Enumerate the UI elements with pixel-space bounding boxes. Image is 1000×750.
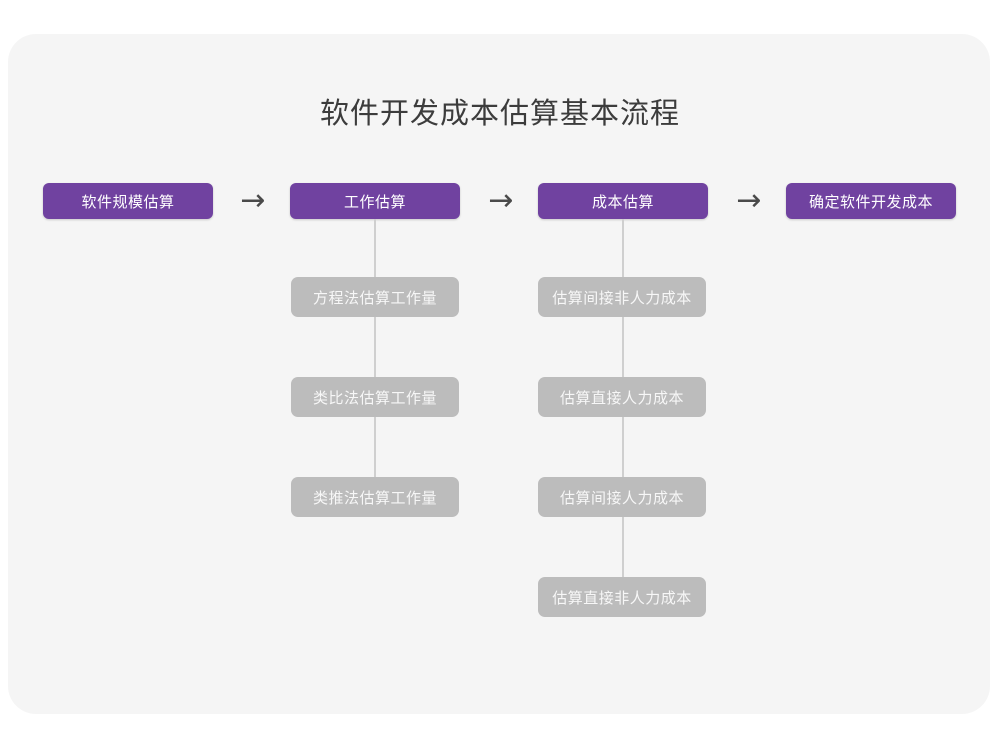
connector-line-col2-3 — [374, 417, 376, 477]
connector-line-col3-4 — [622, 517, 624, 577]
arrow-right-icon-2: → — [488, 183, 514, 218]
connector-line-col3-1 — [622, 219, 624, 277]
content-card — [8, 34, 990, 714]
arrow-right-icon-1: → — [240, 183, 266, 218]
flow-node-stage-3[interactable]: 成本估算 — [538, 183, 708, 219]
arrow-right-icon-3: → — [736, 183, 762, 218]
flow-substep-stage-3-2[interactable]: 估算直接人力成本 — [538, 377, 706, 417]
flow-node-stage-1[interactable]: 软件规模估算 — [43, 183, 213, 219]
flow-substep-stage-3-1[interactable]: 估算间接非人力成本 — [538, 277, 706, 317]
flow-substep-stage-2-1[interactable]: 方程法估算工作量 — [291, 277, 459, 317]
connector-line-col2-2 — [374, 317, 376, 377]
connector-line-col3-2 — [622, 317, 624, 377]
page-title: 软件开发成本估算基本流程 — [319, 98, 680, 130]
connector-line-col2-1 — [374, 219, 376, 277]
flow-node-stage-4[interactable]: 确定软件开发成本 — [786, 183, 956, 219]
flow-substep-stage-2-2[interactable]: 类比法估算工作量 — [291, 377, 459, 417]
flow-substep-stage-3-4[interactable]: 估算直接非人力成本 — [538, 577, 706, 617]
flow-substep-stage-2-3[interactable]: 类推法估算工作量 — [291, 477, 459, 517]
flow-substep-stage-3-3[interactable]: 估算间接人力成本 — [538, 477, 706, 517]
flow-node-stage-2[interactable]: 工作估算 — [290, 183, 460, 219]
connector-line-col3-3 — [622, 417, 624, 477]
